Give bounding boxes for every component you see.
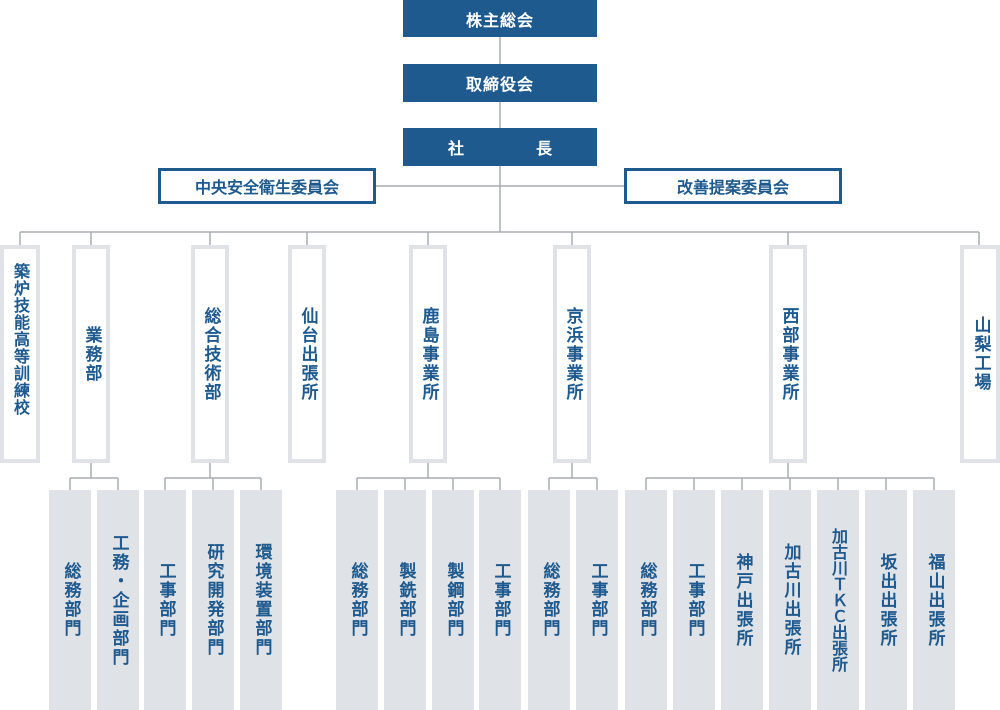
dept-seibu-kakogawa-office: 加古川出張所	[769, 490, 811, 710]
unit-kashima-works: 鹿島事業所	[409, 245, 447, 463]
dept-label: 総務部門	[60, 562, 81, 638]
shareholders-meeting-label: 株主総会	[465, 10, 534, 30]
dept-kashima-steelmaking: 製鋼部門	[432, 490, 474, 710]
dept-sogo-construction: 工事部門	[144, 490, 186, 710]
dept-keihin-general-affairs: 総務部門	[528, 490, 570, 710]
dept-label: 神戸出張所	[732, 552, 753, 648]
dept-kashima-construction: 工事部門	[479, 490, 521, 710]
unit-general-tech-dept-label: 総合技術部	[200, 306, 221, 402]
dept-label: 工務・企画部門	[108, 533, 129, 667]
dept-label: 工事部門	[684, 562, 705, 638]
improvement-committee-label: 改善提案委員会	[676, 178, 789, 197]
dept-label: 総務部門	[539, 562, 560, 638]
dept-label: 福山出張所	[924, 552, 945, 648]
board-of-directors-label: 取締役会	[465, 75, 534, 94]
shareholders-meeting-box: 株主総会	[403, 0, 597, 37]
unit-seibu-works: 西部事業所	[769, 245, 807, 463]
dept-sogo-rnd: 研究開発部門	[192, 490, 234, 710]
dept-seibu-construction: 工事部門	[673, 490, 715, 710]
dept-label: 製銑部門	[395, 562, 416, 638]
dept-seibu-kakogawa-tkc-office: 加古川ＴＫＣ出張所	[817, 490, 859, 710]
safety-committee-box: 中央安全衛生委員会	[158, 168, 376, 204]
unit-keihin-works: 京浜事業所	[553, 245, 591, 463]
unit-kashima-works-label: 鹿島事業所	[418, 306, 439, 402]
dept-seibu-fukuyama-office: 福山出張所	[913, 490, 955, 710]
unit-yamanashi-factory: 山梨工場	[960, 245, 1000, 463]
dept-gyomu-general-affairs: 総務部門	[49, 490, 91, 710]
dept-label: 総務部門	[347, 562, 368, 638]
unit-yamanashi-factory-label: 山梨工場	[970, 316, 991, 392]
unit-sendai-office: 仙台出張所	[288, 245, 326, 463]
unit-business-dept-label: 業務部	[81, 325, 102, 383]
dept-keihin-construction: 工事部門	[576, 490, 618, 710]
dept-label: 坂出出張所	[876, 552, 897, 648]
dept-label: 工事部門	[490, 562, 511, 638]
dept-sogo-environment: 環境装置部門	[240, 490, 282, 710]
unit-training-school-label: 築炉技能高等訓練校	[11, 263, 30, 416]
dept-kashima-ironmaking: 製銑部門	[384, 490, 426, 710]
dept-seibu-kobe-office: 神戸出張所	[721, 490, 763, 710]
unit-general-tech-dept: 総合技術部	[191, 245, 229, 463]
dept-label: 加古川ＴＫＣ出張所	[829, 528, 848, 672]
dept-label: 環境装置部門	[251, 543, 272, 657]
board-of-directors-box: 取締役会	[403, 64, 597, 102]
dept-label: 製鋼部門	[443, 562, 464, 638]
president-label: 社 長	[447, 139, 580, 158]
unit-keihin-works-label: 京浜事業所	[562, 306, 583, 402]
dept-gyomu-planning: 工務・企画部門	[97, 490, 139, 710]
improvement-committee-box: 改善提案委員会	[624, 168, 842, 204]
dept-seibu-general-affairs: 総務部門	[625, 490, 667, 710]
unit-seibu-works-label: 西部事業所	[778, 306, 799, 402]
president-box: 社 長	[403, 128, 597, 166]
unit-business-dept: 業務部	[72, 245, 110, 463]
dept-label: 研究開発部門	[203, 543, 224, 657]
dept-label: 総務部門	[636, 562, 657, 638]
safety-committee-label: 中央安全衛生委員会	[194, 178, 339, 197]
dept-label: 工事部門	[587, 562, 608, 638]
dept-seibu-sakaide-office: 坂出出張所	[865, 490, 907, 710]
dept-label: 加古川出張所	[780, 543, 801, 657]
unit-sendai-office-label: 仙台出張所	[297, 306, 318, 402]
unit-training-school: 築炉技能高等訓練校	[0, 245, 40, 463]
dept-label: 工事部門	[155, 562, 176, 638]
dept-kashima-general-affairs: 総務部門	[336, 490, 378, 710]
